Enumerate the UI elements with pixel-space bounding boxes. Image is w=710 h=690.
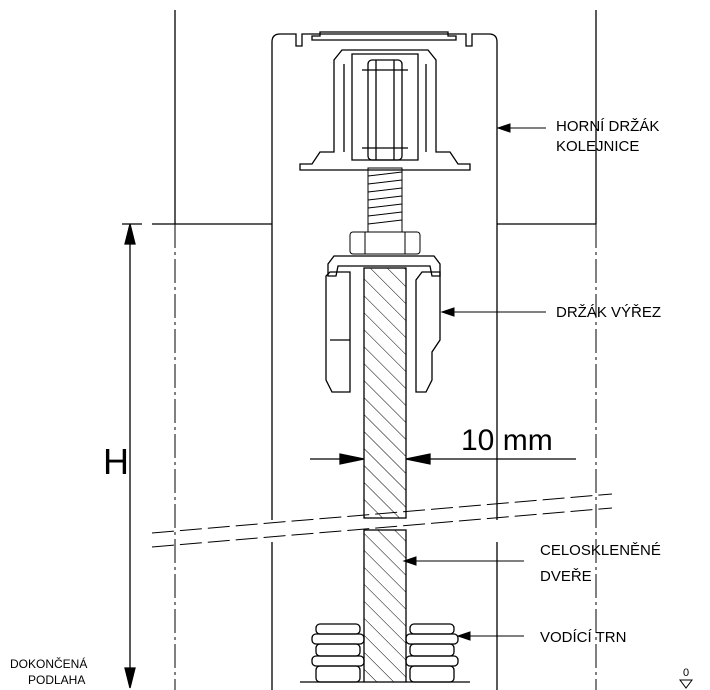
leader-rail-bracket: [496, 123, 546, 133]
leader-guide-pin: [456, 631, 524, 641]
thickness-value: 10 mm: [461, 424, 553, 457]
floor-level-value: 0: [683, 667, 689, 679]
break-lines: [151, 493, 613, 548]
leader-cutout-bracket: [440, 307, 546, 317]
label-rail-bracket-2: KOLEJNICE: [556, 138, 639, 155]
label-cutout-bracket: DRŽÁK VÝŘEZ: [556, 304, 661, 321]
guide-pin-left: [300, 623, 365, 683]
guide-pin-right: [405, 623, 470, 683]
glass-pane-lower: [363, 529, 407, 683]
height-symbol: H: [103, 441, 129, 482]
glass-pane-upper: [363, 267, 407, 519]
leader-glass-door: [402, 556, 524, 566]
door-panel-lines: [271, 224, 498, 690]
label-guide-pin: VODÍCÍ TRN: [540, 629, 626, 646]
height-dimension: [122, 223, 142, 689]
cutout-bracket: [325, 255, 441, 393]
wall-center-lines: [174, 224, 597, 690]
thickness-dimension: [310, 453, 576, 465]
rail-bracket-housing: [271, 31, 498, 224]
label-rail-bracket-1: HORNÍ DRŽÁK: [556, 118, 659, 135]
label-glass-door-1: CELOSKLENĚNÉ: [540, 542, 661, 559]
label-floor-1: DOKONČENÁ: [10, 656, 87, 671]
label-floor-2: PODLAHA: [28, 673, 85, 687]
floor-level-triangle-icon: [679, 679, 693, 689]
label-glass-door-2: DVEŘE: [540, 568, 592, 585]
ceiling-outline: [152, 10, 597, 225]
threaded-bolt: [349, 167, 421, 255]
